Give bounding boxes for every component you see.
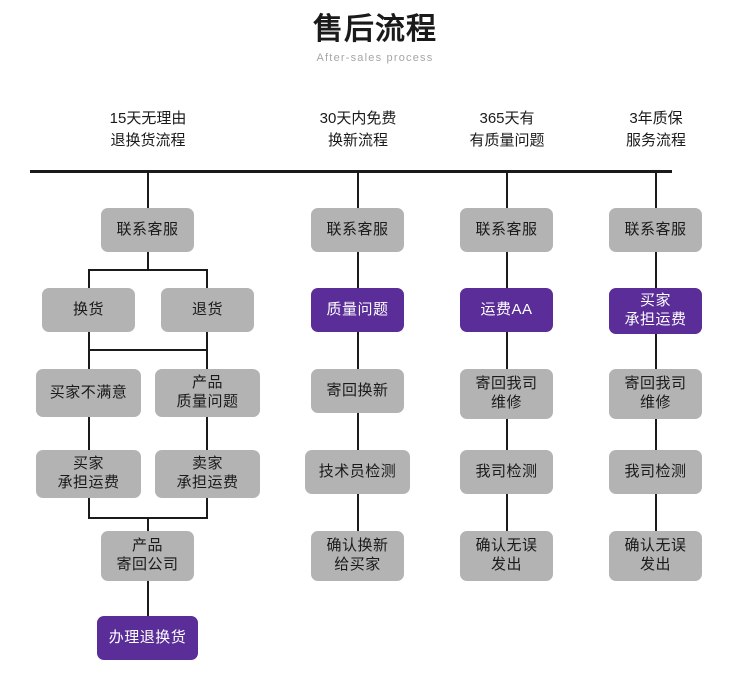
- col2-node-contact-support[interactable]: 联系客服: [311, 208, 404, 252]
- col1-node-buyer-dissatisfied[interactable]: 买家不满意: [36, 369, 141, 417]
- connector-col1-merge-right: [206, 498, 208, 518]
- connector-col1-split-stem: [147, 252, 149, 270]
- col3-node-split-shipping-cost[interactable]: 运费AA: [460, 288, 553, 332]
- connector-col1-row3-left-out: [88, 417, 90, 451]
- connector-rule-to-col3: [506, 173, 508, 208]
- connector-col3-3-4: [506, 419, 508, 450]
- connector-col4-1-2: [655, 252, 657, 288]
- col2-node-send-back-for-new[interactable]: 寄回换新: [311, 369, 404, 413]
- col3-node-confirm-and-ship[interactable]: 确认无误 发出: [460, 531, 553, 581]
- connector-col2-3-4: [357, 413, 359, 450]
- col2-node-technician-inspection[interactable]: 技术员检测: [305, 450, 410, 494]
- connector-col4-2-3: [655, 334, 657, 369]
- top-divider-rule: [30, 170, 672, 173]
- col4-node-buyer-pays-shipping[interactable]: 买家 承担运费: [609, 288, 702, 334]
- connector-rule-to-col1: [147, 173, 149, 208]
- col4-node-send-back-for-repair[interactable]: 寄回我司 维修: [609, 369, 702, 419]
- connector-col3-2-3: [506, 332, 508, 369]
- connector-col1-row2-right-drop: [206, 332, 208, 350]
- col1-node-return[interactable]: 退货: [161, 288, 254, 332]
- col1-node-seller-pays-shipping[interactable]: 卖家 承担运费: [155, 450, 260, 498]
- page-subtitle: After-sales process: [316, 52, 434, 64]
- connector-col1-split-left: [88, 269, 90, 289]
- connector-col1-merge-stem: [147, 517, 149, 532]
- col1-node-return-product-to-company[interactable]: 产品 寄回公司: [101, 531, 194, 581]
- connector-col1-row2-left-drop: [88, 332, 90, 350]
- connector-rule-to-col4: [655, 173, 657, 208]
- col1-node-contact-support[interactable]: 联系客服: [101, 208, 194, 252]
- connector-col1-row3-right-out: [206, 417, 208, 451]
- connector-col1-to-final: [147, 581, 149, 617]
- connector-col2-1-2: [357, 252, 359, 288]
- column-header-1: 15天无理由 退换货流程: [109, 110, 187, 149]
- column-header-4: 3年质保 服务流程: [625, 110, 686, 149]
- col4-node-company-inspection[interactable]: 我司检测: [609, 450, 702, 494]
- col1-node-product-quality-issue[interactable]: 产品 质量问题: [155, 369, 260, 417]
- connector-col1-row3-right-stem: [206, 349, 208, 370]
- connector-col4-3-4: [655, 419, 657, 450]
- connector-col3-1-2: [506, 252, 508, 288]
- col1-node-process-return-exchange[interactable]: 办理退换货: [97, 616, 198, 660]
- connector-col1-split-right: [206, 269, 208, 289]
- connector-col1-split-bar: [88, 269, 208, 271]
- col3-node-company-inspection[interactable]: 我司检测: [460, 450, 553, 494]
- col2-node-confirm-new-to-buyer[interactable]: 确认换新 给买家: [311, 531, 404, 581]
- col4-node-confirm-and-ship[interactable]: 确认无误 发出: [609, 531, 702, 581]
- col3-node-contact-support[interactable]: 联系客服: [460, 208, 553, 252]
- col1-node-exchange[interactable]: 换货: [42, 288, 135, 332]
- column-header-3: 365天有 有质量问题: [469, 110, 545, 149]
- col3-node-send-back-for-repair[interactable]: 寄回我司 维修: [460, 369, 553, 419]
- connector-col3-4-5: [506, 494, 508, 531]
- connector-col2-4-5: [357, 494, 359, 531]
- connector-col4-4-5: [655, 494, 657, 531]
- connector-rule-to-col2: [357, 173, 359, 208]
- connector-col1-row2-bar: [88, 349, 208, 351]
- connector-col2-2-3: [357, 332, 359, 369]
- col2-node-quality-issue[interactable]: 质量问题: [311, 288, 404, 332]
- connector-col1-merge-left: [88, 498, 90, 518]
- connector-col1-row3-left-stem: [88, 349, 90, 370]
- column-header-2: 30天内免费 换新流程: [319, 110, 397, 149]
- col1-node-buyer-pays-shipping[interactable]: 买家 承担运费: [36, 450, 141, 498]
- page-title: 售后流程: [313, 13, 437, 46]
- col4-node-contact-support[interactable]: 联系客服: [609, 208, 702, 252]
